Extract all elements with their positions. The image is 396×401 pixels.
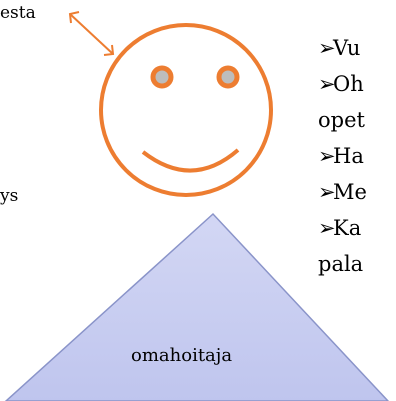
bullet-item: ➢Vu [318,30,367,66]
bullet-arrow-icon: ➢ [318,216,336,240]
right-eye [216,65,240,89]
bullet-text: Ha [333,144,364,168]
double-arrow-icon [68,11,115,56]
smiley-face-icon [99,23,273,197]
side-text-middle: ys [0,186,19,206]
bullet-arrow-icon: ➢ [318,144,336,168]
bullet-text: Vu [333,36,361,60]
side-text-top: esta [0,3,36,23]
bullet-text: Ka [333,216,362,240]
bullet-text: Oh [333,72,364,96]
bullet-item: ➢Me [318,174,367,210]
bullet-item: ➢Oh [318,66,367,102]
left-eye [150,65,174,89]
face-outline [99,23,273,197]
triangle-label: omahoitaja [131,345,233,366]
bullet-item: ➢Ha [318,138,367,174]
bullet-continuation: pala [318,252,364,276]
bullet-continuation: opet [318,108,365,132]
smile-mouth [141,148,240,173]
bullet-arrow-icon: ➢ [318,36,336,60]
bullet-arrow-icon: ➢ [318,72,336,96]
bullet-text: Me [333,180,367,204]
triangle-shape [4,212,390,401]
bullet-item: ➢Ka [318,210,367,246]
bullet-list: ➢Vu ➢Oh opet ➢Ha ➢Me ➢Ka pala [318,30,367,282]
bullet-arrow-icon: ➢ [318,180,336,204]
